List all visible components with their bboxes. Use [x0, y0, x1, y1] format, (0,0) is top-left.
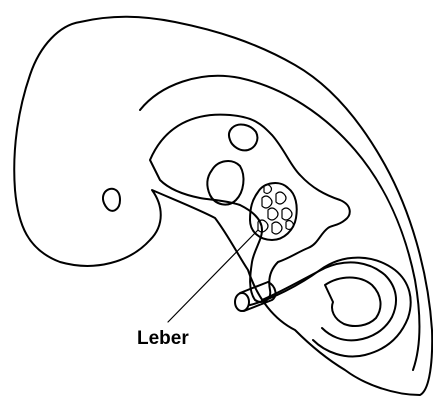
liver-leader-line [168, 230, 258, 322]
tail-curve-outer [250, 258, 411, 357]
tail-curve-middle [262, 262, 396, 340]
inner-chamber [207, 161, 243, 205]
liver-label: Leber [137, 328, 189, 350]
embryo-outer-outline [14, 17, 432, 395]
gut-tube-outline [150, 115, 350, 302]
upper-pouch [229, 125, 257, 151]
eye [103, 189, 120, 211]
tail-curve-inner [325, 278, 381, 327]
yolk-stalk-opening [235, 293, 249, 311]
